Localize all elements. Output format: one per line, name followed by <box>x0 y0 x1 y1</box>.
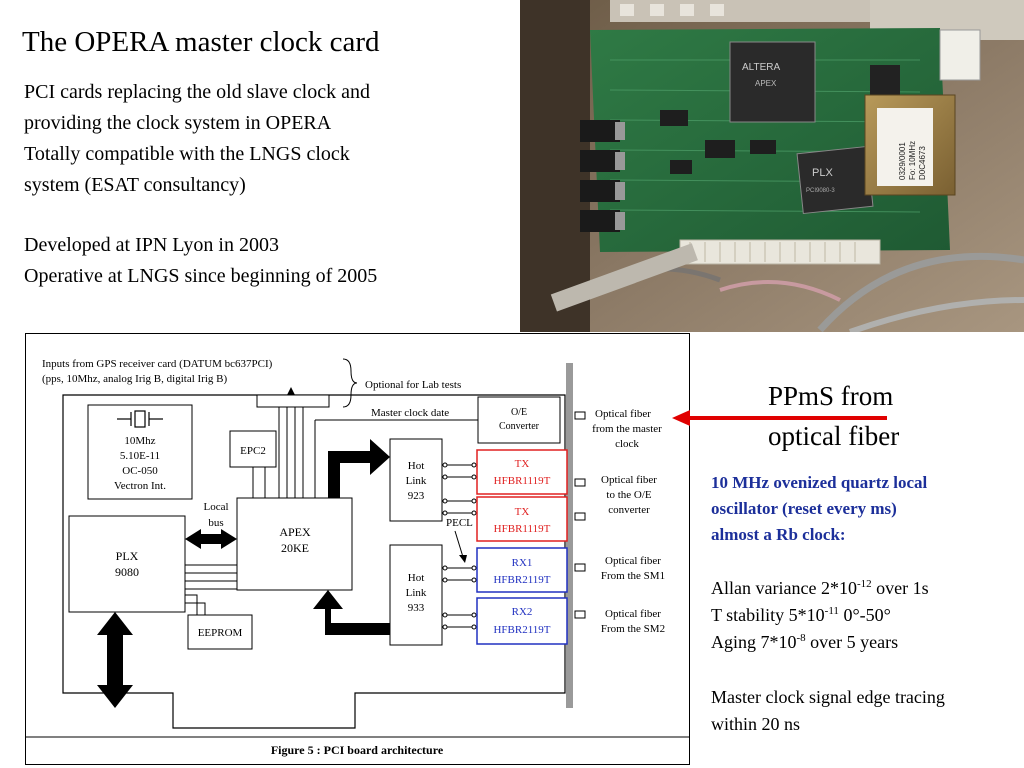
intro-line-2: providing the clock system in OPERA <box>24 112 332 134</box>
ppms-line-2: optical fiber <box>768 421 900 451</box>
osc-freq: 10Mhz <box>124 435 155 447</box>
optional-brace <box>342 358 358 408</box>
ppms-label: PPmS from optical fiber <box>768 376 899 456</box>
pecl-label: PECL <box>446 517 473 529</box>
tx2-label-2: HFBR1119T <box>494 523 551 535</box>
t-stability-spec: T stability 5*10-11 0°-50° <box>711 605 891 625</box>
eeprom-label: EEPROM <box>198 627 243 639</box>
epc2-label: EPC2 <box>240 445 266 457</box>
osc-label-3: D0C4673 <box>918 146 927 180</box>
osc-model: OC-050 <box>122 465 158 477</box>
apex-label-2: 20KE <box>281 541 309 555</box>
plx-chip-label: PLX <box>812 167 833 179</box>
edge-tracing-line-2: within 20 ns <box>711 714 801 734</box>
oe-converter-box <box>477 396 561 444</box>
pci-bus-arrow <box>97 612 133 708</box>
of-master-line-3: clock <box>615 438 639 450</box>
apex-box <box>236 497 353 591</box>
intro-line-3: Totally compatible with the LNGS clock <box>24 143 350 165</box>
plx-label-1: PLX <box>116 549 139 563</box>
plx-box <box>68 515 186 613</box>
tx2-box <box>476 496 568 542</box>
intro-line-1: PCI cards replacing the old slave clock … <box>24 81 370 103</box>
eeprom-box <box>187 614 253 650</box>
apex-label-1: APEX <box>279 525 311 539</box>
aging-spec: Aging 7*10-8 over 5 years <box>711 632 899 652</box>
rx1-box <box>476 547 568 593</box>
optional-label: Optional for Lab tests <box>365 379 461 391</box>
of-oe-line-3: converter <box>608 504 650 516</box>
oscillator-line-1: 10 MHz ovenized quartz local <box>711 473 928 492</box>
osc-label-1: 0329/0001 <box>898 142 907 180</box>
intro-line-4: system (ESAT consultancy) <box>24 174 246 196</box>
oe-converter-line-2: Converter <box>499 421 540 432</box>
hot-link-923-line-1: Hot <box>408 460 425 472</box>
oscillator-description: 10 MHz ovenized quartz local oscillator … <box>711 470 927 548</box>
page-title: The OPERA master clock card <box>22 26 380 58</box>
bracket-bar <box>566 363 573 708</box>
tx1-box <box>476 449 568 495</box>
of-sm2-line-2: From the SM2 <box>601 623 665 635</box>
crystal-icon <box>117 410 163 428</box>
of-sm1-line-1: Optical fiber <box>605 555 661 567</box>
red-arrow-icon <box>672 410 887 426</box>
tx1-label-1: TX <box>515 458 530 470</box>
oscillator-line-3: almost a Rb clock: <box>711 525 846 544</box>
oscillator-line-2: oscillator (reset every ms) <box>711 499 897 518</box>
plx-part-label: PCI9080-3 <box>806 188 835 194</box>
allan-variance-spec: Allan variance 2*10-12 over 1s <box>711 578 929 598</box>
oscillator-box <box>87 404 193 500</box>
pci-card-photo: ALTERA APEX PLX PCI9080-3 0329/0001 Fo: … <box>520 0 1024 332</box>
inputs-line-2: (pps, 10Mhz, analog Irig B, digital Irig… <box>42 373 227 385</box>
rx1-label-2: HFBR2119T <box>493 574 550 586</box>
plx-label-2: 9080 <box>115 565 139 579</box>
osc-stability: 5.10E-11 <box>120 450 160 462</box>
local-bus-line-2: bus <box>208 517 223 529</box>
edge-tracing-line-1: Master clock signal edge tracing <box>711 687 945 707</box>
master-clock-date-label: Master clock date <box>371 407 449 419</box>
hot-link-933-line-2: Link <box>406 587 427 599</box>
apex-chip-label: APEX <box>755 79 777 88</box>
tx1-label-2: HFBR1119T <box>494 475 551 487</box>
hot-link-923-line-3: 923 <box>408 490 425 502</box>
epc2-box <box>229 430 277 468</box>
ppms-line-1: PPmS from <box>768 381 894 411</box>
hot-link-933-box <box>389 544 443 646</box>
local-bus-arrow <box>185 529 237 549</box>
tx2-label-1: TX <box>515 506 530 518</box>
of-sm1-line-2: From the SM1 <box>601 570 665 582</box>
rx2-label-2: HFBR2119T <box>493 624 550 636</box>
of-sm2-line-1: Optical fiber <box>605 608 661 620</box>
hot-link-923-line-2: Link <box>406 475 427 487</box>
gps-input-connector <box>256 394 330 408</box>
of-master-line-1: Optical fiber <box>595 408 651 420</box>
inputs-line-1: Inputs from GPS receiver card (DATUM bc6… <box>42 358 273 370</box>
osc-label-2: Fo: 10MHz <box>908 141 917 180</box>
hot-link-923-box <box>389 438 443 522</box>
of-oe-line-2: to the O/E <box>606 489 651 501</box>
osc-maker: Vectron Int. <box>114 480 166 492</box>
hot-link-933-line-3: 933 <box>408 602 425 614</box>
of-master-line-2: from the master <box>592 423 662 435</box>
pci-board-architecture-diagram: Inputs from GPS receiver card (DATUM bc6… <box>25 333 690 765</box>
intro-line-6: Operative at LNGS since beginning of 200… <box>24 265 378 287</box>
oe-converter-line-1: O/E <box>511 407 527 418</box>
rx2-label-1: RX2 <box>512 606 533 618</box>
intro-line-5: Developed at IPN Lyon in 2003 <box>24 234 279 256</box>
hotlink933-to-apex-arrow <box>313 590 390 635</box>
apex-to-hotlink923-arrow <box>328 439 390 498</box>
rx2-box <box>476 597 568 645</box>
of-oe-line-1: Optical fiber <box>601 474 657 486</box>
figure-caption: Figure 5 : PCI board architecture <box>271 743 444 757</box>
rx1-label-1: RX1 <box>512 557 533 569</box>
hot-link-933-line-1: Hot <box>408 572 425 584</box>
local-bus-line-1: Local <box>203 501 228 513</box>
altera-label: ALTERA <box>742 62 780 73</box>
